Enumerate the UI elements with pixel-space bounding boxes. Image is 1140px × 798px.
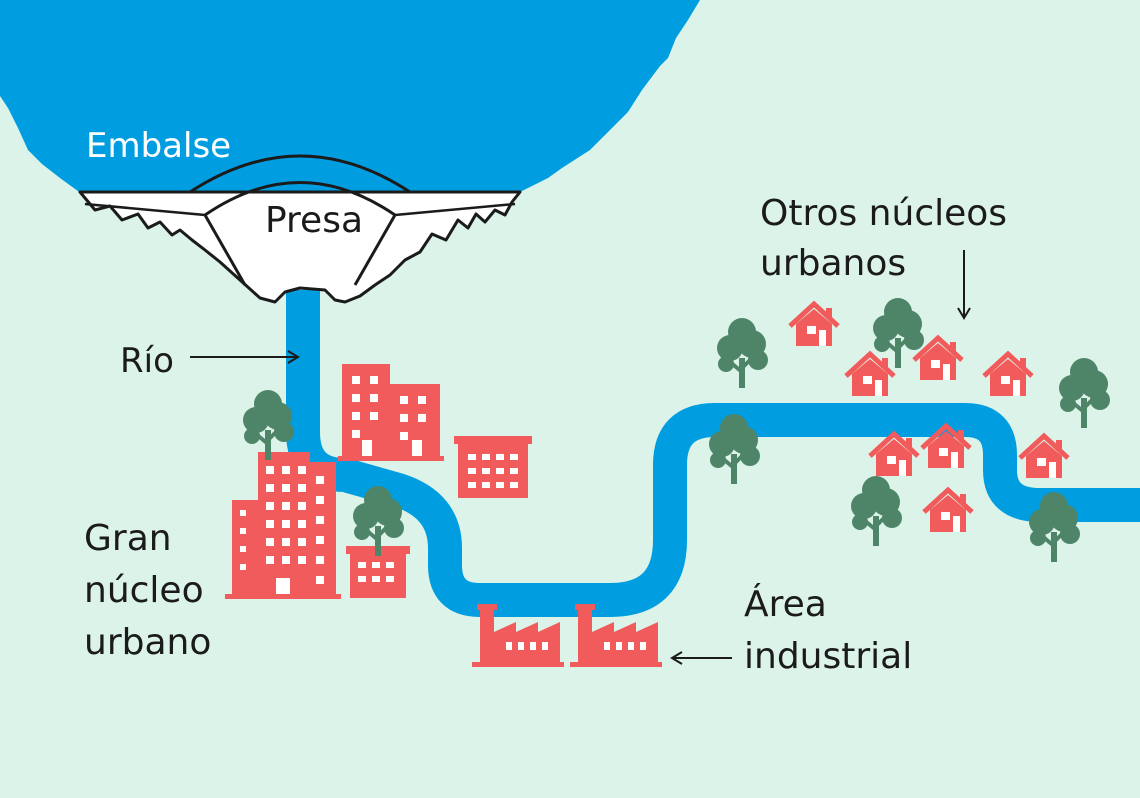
industrial-arrow bbox=[670, 651, 732, 665]
house bbox=[870, 434, 918, 476]
tree bbox=[715, 316, 770, 390]
house bbox=[1020, 436, 1068, 478]
industrial-label-line2: industrial bbox=[744, 636, 912, 677]
other-towns-label-line2: urbanos bbox=[760, 243, 906, 284]
dam-label: Presa bbox=[265, 200, 363, 241]
other-towns-label-line1: Otros núcleos bbox=[760, 193, 1007, 234]
towns-arrow bbox=[957, 250, 971, 320]
tree bbox=[1057, 356, 1112, 430]
building-windows bbox=[240, 376, 518, 594]
industrial-label-line1: Área bbox=[744, 583, 827, 625]
big-city-label-line2: núcleo bbox=[84, 570, 204, 611]
big-city-label-line3: urbano bbox=[84, 622, 211, 663]
house bbox=[984, 354, 1032, 396]
house bbox=[790, 304, 838, 346]
river bbox=[286, 290, 1140, 617]
dam bbox=[78, 154, 522, 304]
tree bbox=[849, 474, 904, 548]
reservoir bbox=[0, 0, 700, 194]
reservoir-label: Embalse bbox=[86, 126, 231, 166]
house bbox=[846, 354, 894, 396]
river-label: Río bbox=[120, 341, 174, 381]
river-arrow bbox=[190, 350, 300, 364]
big-city-label-line1: Gran bbox=[84, 518, 172, 559]
house bbox=[924, 490, 972, 532]
